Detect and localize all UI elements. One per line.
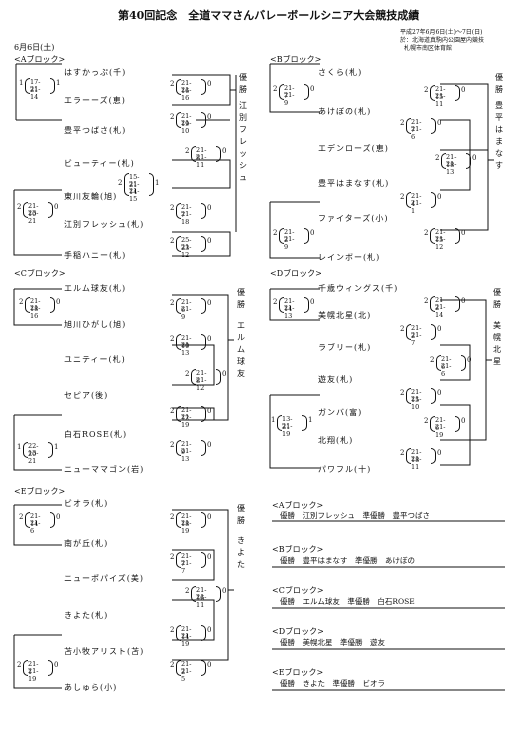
- team-d7: パワフル(十): [318, 465, 372, 474]
- event-period: 平成27年6月6日(土)～7日(日): [400, 29, 483, 36]
- team-e2: 南が丘(札): [64, 539, 109, 548]
- team-b6: レインボー(札): [318, 253, 381, 262]
- result-e-line: 優勝 きよた 準優勝 ビオラ: [280, 679, 385, 688]
- team-d1: 千歳ウィングス(千): [318, 284, 399, 293]
- team-c5: 白石ROSE(札): [64, 430, 128, 439]
- team-d6: 北翔(札): [318, 436, 354, 445]
- result-d-heading: <Dブロック>: [272, 627, 324, 636]
- team-a7: 手稲ハニー(札): [64, 251, 127, 260]
- team-d3: ラブリー(札): [318, 343, 372, 352]
- result-a-heading: <Aブロック>: [272, 501, 324, 510]
- team-e4: きよた(札): [64, 611, 109, 620]
- result-d-line: 優勝 美幌北星 準優勝 遊友: [280, 638, 385, 647]
- block-a-heading: <Aブロック>: [14, 55, 66, 64]
- block-c-winner: エルム球友: [237, 321, 245, 378]
- team-a1: はすかっぷ(千): [64, 68, 127, 77]
- team-b5: ファイターズ(小): [318, 214, 389, 223]
- team-c4: セピア(後): [64, 391, 109, 400]
- team-e3: ニューポパイズ(美): [64, 574, 145, 583]
- team-b1: さくら(札): [318, 68, 363, 77]
- block-d-winner-label: 優勝: [493, 288, 501, 309]
- block-b-heading: <Bブロック>: [270, 55, 322, 64]
- result-c-heading: <Cブロック>: [272, 586, 324, 595]
- result-b-heading: <Bブロック>: [272, 545, 324, 554]
- block-c-heading: <Cブロック>: [14, 269, 66, 278]
- result-c-line: 優勝 エルム球友 準優勝 白石ROSE: [280, 597, 415, 606]
- team-b2: あけぼの(札): [318, 107, 372, 116]
- team-a5: 東川友輪(旭): [64, 192, 118, 201]
- team-a6: 江別フレッシュ(札): [64, 220, 145, 229]
- block-a-winner-label: 優勝: [239, 73, 247, 94]
- block-e-winner-label: 優勝: [237, 504, 245, 525]
- block-b-winner: 豊平はまなす: [495, 101, 503, 170]
- team-d2: 美幌北星(北): [318, 311, 372, 320]
- team-c3: ユニティー(札): [64, 355, 126, 364]
- result-e-heading: <Eブロック>: [272, 668, 324, 677]
- block-e-heading: <Eブロック>: [14, 487, 66, 496]
- block-d-heading: <Dブロック>: [270, 269, 322, 278]
- team-c6: ニューママゴン(岩): [64, 465, 145, 474]
- team-e6: あしゅら(小): [64, 683, 118, 692]
- team-e1: ビオラ(札): [64, 499, 109, 508]
- result-a-line: 優勝 江別フレッシュ 準優勝 豊平つばさ: [280, 511, 430, 520]
- page-title: 第40回記念 全道ママさんバレーボールシニア大会競技成績: [118, 9, 420, 22]
- team-e5: 苫小牧アリスト(苫): [64, 647, 145, 656]
- result-b-line: 優勝 豊平はまなす 準優勝 あけぼの: [280, 556, 415, 565]
- team-b3: エデンローズ(恵): [318, 144, 389, 153]
- team-d4: 遊友(札): [318, 375, 354, 384]
- team-d5: ガンバ(富): [318, 408, 363, 417]
- team-b4: 豊平はまなす(札): [318, 179, 390, 188]
- event-venue: 於：北海道真駒内公園屋内競技: [400, 37, 485, 44]
- event-venue-2: 札幌市南区体育館: [404, 45, 453, 52]
- team-a2: エラーーズ(恵): [64, 96, 126, 105]
- team-c2: 旭川ひがし(旭): [64, 320, 127, 329]
- team-c1: エルム球友(札): [64, 284, 127, 293]
- match-date: 6月6日(土): [14, 43, 55, 52]
- team-a4: ビューティー(札): [64, 159, 135, 168]
- block-c-winner-label: 優勝: [237, 288, 245, 309]
- block-d-winner: 美幌北星: [493, 321, 501, 366]
- team-a3: 豊平つばさ(札): [64, 126, 127, 135]
- block-b-winner-label: 優勝: [495, 73, 503, 94]
- block-a-winner: 江別フレッシュ: [239, 101, 247, 182]
- block-e-winner: きよた: [237, 536, 245, 569]
